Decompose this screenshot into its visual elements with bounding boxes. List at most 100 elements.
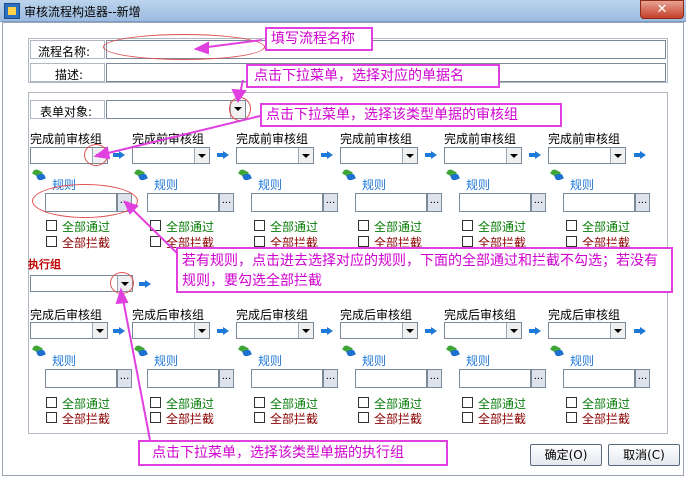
rule-label[interactable]: 规则: [52, 354, 77, 368]
rule-label[interactable]: 规则: [466, 354, 491, 368]
rule-input[interactable]: [355, 369, 427, 388]
rule-label[interactable]: 规则: [570, 354, 595, 368]
chevron-down-icon[interactable]: [298, 323, 313, 338]
rule-label[interactable]: 规则: [154, 178, 179, 192]
all-pass-checkbox[interactable]: [358, 220, 369, 231]
arrow-right-icon: [634, 151, 646, 159]
after-group-select[interactable]: [236, 322, 314, 339]
rule-label[interactable]: 规则: [258, 354, 283, 368]
chevron-down-icon[interactable]: [298, 148, 313, 163]
chevron-down-icon[interactable]: [194, 148, 209, 163]
rule-input[interactable]: [147, 369, 219, 388]
rule-picker-button[interactable]: ...: [635, 193, 650, 212]
all-block-checkbox[interactable]: [150, 412, 161, 423]
all-block-checkbox[interactable]: [462, 412, 473, 423]
all-block-label: 全部拦截: [582, 412, 631, 426]
chevron-down-icon[interactable]: [402, 323, 417, 338]
before-group-select[interactable]: [444, 147, 522, 164]
close-button[interactable]: ✕: [640, 0, 684, 19]
all-block-checkbox[interactable]: [150, 236, 161, 247]
after-group-select[interactable]: [30, 322, 108, 339]
before-group-select[interactable]: [548, 147, 626, 164]
rule-icon: [342, 169, 356, 181]
all-pass-checkbox[interactable]: [46, 220, 57, 231]
before-group-title: 完成前审核组: [30, 132, 103, 146]
chevron-down-icon[interactable]: [506, 148, 521, 163]
rule-picker-button[interactable]: ...: [531, 193, 546, 212]
before-group-select[interactable]: [236, 147, 314, 164]
rule-picker-button[interactable]: ...: [117, 369, 132, 388]
rule-input[interactable]: [459, 193, 531, 212]
all-block-checkbox[interactable]: [462, 236, 473, 247]
all-block-checkbox[interactable]: [566, 236, 577, 247]
rule-icon: [32, 345, 46, 357]
after-group-select[interactable]: [340, 322, 418, 339]
rule-input[interactable]: [563, 369, 635, 388]
all-block-checkbox[interactable]: [254, 236, 265, 247]
rule-picker-button[interactable]: ...: [635, 369, 650, 388]
all-block-checkbox[interactable]: [358, 236, 369, 247]
rule-input[interactable]: [563, 193, 635, 212]
ok-button[interactable]: 确定(O): [530, 444, 602, 466]
rule-label[interactable]: 规则: [362, 178, 387, 192]
rule-input[interactable]: [147, 193, 219, 212]
arrow-right-icon: [425, 151, 437, 159]
all-pass-checkbox[interactable]: [150, 397, 161, 408]
all-pass-checkbox[interactable]: [462, 397, 473, 408]
arrow-right-icon: [321, 151, 333, 159]
rule-label[interactable]: 规则: [154, 354, 179, 368]
rule-picker-button[interactable]: ...: [531, 369, 546, 388]
all-block-label: 全部拦截: [62, 236, 111, 250]
rule-picker-button[interactable]: ...: [323, 369, 338, 388]
all-pass-checkbox[interactable]: [462, 220, 473, 231]
chevron-down-icon[interactable]: [506, 323, 521, 338]
after-group-title: 完成后审核组: [340, 308, 413, 322]
all-pass-checkbox[interactable]: [46, 397, 57, 408]
all-block-checkbox[interactable]: [358, 412, 369, 423]
rule-picker-button[interactable]: ...: [219, 369, 234, 388]
arrow-right-icon: [139, 280, 151, 288]
rule-input[interactable]: [251, 369, 323, 388]
rule-picker-button[interactable]: ...: [323, 193, 338, 212]
rule-label[interactable]: 规则: [362, 354, 387, 368]
rule-label[interactable]: 规则: [466, 178, 491, 192]
all-block-checkbox[interactable]: [254, 412, 265, 423]
after-group-select[interactable]: [548, 322, 626, 339]
arrow-right-icon: [425, 327, 437, 335]
all-block-checkbox[interactable]: [46, 412, 57, 423]
all-pass-checkbox[interactable]: [358, 397, 369, 408]
after-group-title: 完成后审核组: [236, 308, 309, 322]
all-block-label: 全部拦截: [166, 412, 215, 426]
all-pass-checkbox[interactable]: [150, 220, 161, 231]
all-pass-checkbox[interactable]: [254, 397, 265, 408]
rule-picker-button[interactable]: ...: [427, 193, 442, 212]
all-block-checkbox[interactable]: [46, 236, 57, 247]
after-group-select[interactable]: [132, 322, 210, 339]
form-object-select[interactable]: [106, 100, 246, 119]
rule-input[interactable]: [355, 193, 427, 212]
all-pass-checkbox[interactable]: [566, 397, 577, 408]
rule-input[interactable]: [459, 369, 531, 388]
before-group-select[interactable]: [132, 147, 210, 164]
rule-input[interactable]: [251, 193, 323, 212]
chevron-down-icon[interactable]: [194, 323, 209, 338]
chevron-down-icon[interactable]: [610, 323, 625, 338]
all-pass-label: 全部通过: [270, 397, 319, 411]
rule-label[interactable]: 规则: [570, 178, 595, 192]
chevron-down-icon[interactable]: [92, 323, 107, 338]
rule-picker-button[interactable]: ...: [219, 193, 234, 212]
rule-picker-button[interactable]: ...: [427, 369, 442, 388]
all-block-checkbox[interactable]: [566, 412, 577, 423]
all-pass-checkbox[interactable]: [566, 220, 577, 231]
form-object-label: 表单对象:: [40, 105, 93, 119]
before-group-select[interactable]: [340, 147, 418, 164]
after-group-select[interactable]: [444, 322, 522, 339]
cancel-button[interactable]: 取消(C): [608, 444, 680, 466]
rule-label[interactable]: 规则: [258, 178, 283, 192]
all-pass-label: 全部通过: [582, 220, 631, 234]
rule-input[interactable]: [45, 369, 117, 388]
all-block-label: 全部拦截: [374, 412, 423, 426]
all-pass-checkbox[interactable]: [254, 220, 265, 231]
chevron-down-icon[interactable]: [402, 148, 417, 163]
chevron-down-icon[interactable]: [610, 148, 625, 163]
